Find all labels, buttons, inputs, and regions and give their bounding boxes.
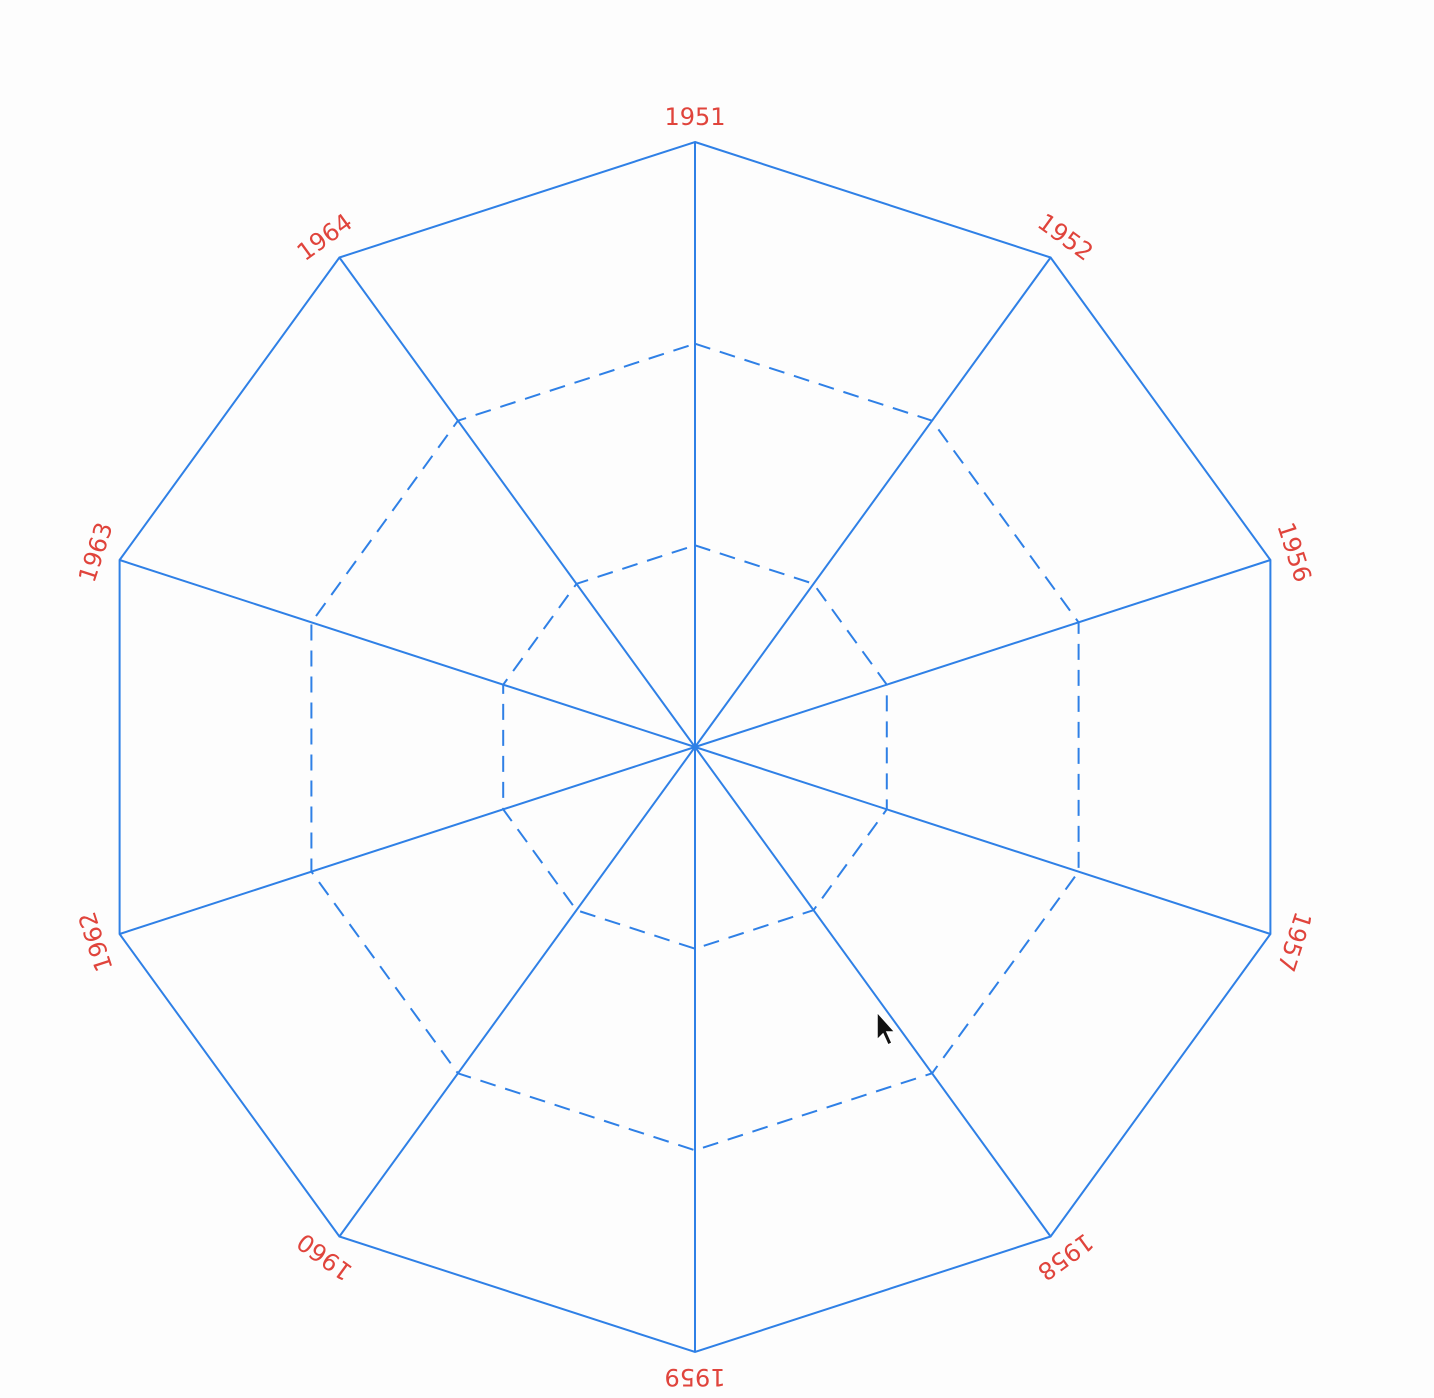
spoke-1956: [694, 559, 1271, 748]
axis-label-1960: 1960: [292, 1227, 358, 1286]
spoke-1960: [338, 746, 696, 1238]
axis-label-1952: 1952: [1032, 208, 1098, 267]
spoke-1964: [338, 256, 696, 748]
axis-label-1956: 1956: [1271, 519, 1317, 586]
axis-label-1963: 1963: [73, 519, 119, 586]
spoke-1962: [119, 746, 696, 935]
arrow-cursor-icon: [876, 1010, 897, 1047]
axis-label-1964: 1964: [292, 208, 358, 267]
spoke-1963: [119, 559, 696, 748]
axis-label-1962: 1962: [73, 908, 119, 975]
axis-label-1958: 1958: [1032, 1227, 1098, 1286]
radar-grid: [118, 140, 1272, 1354]
axis-label-1957: 1957: [1271, 908, 1317, 975]
spoke-1957: [694, 746, 1271, 935]
axis-label-1951: 1951: [664, 103, 725, 131]
mouse-cursor: [876, 1010, 897, 1047]
spoke-1958: [694, 746, 1052, 1238]
axis-label-1959: 1959: [664, 1363, 725, 1391]
spoke-1952: [694, 256, 1052, 748]
